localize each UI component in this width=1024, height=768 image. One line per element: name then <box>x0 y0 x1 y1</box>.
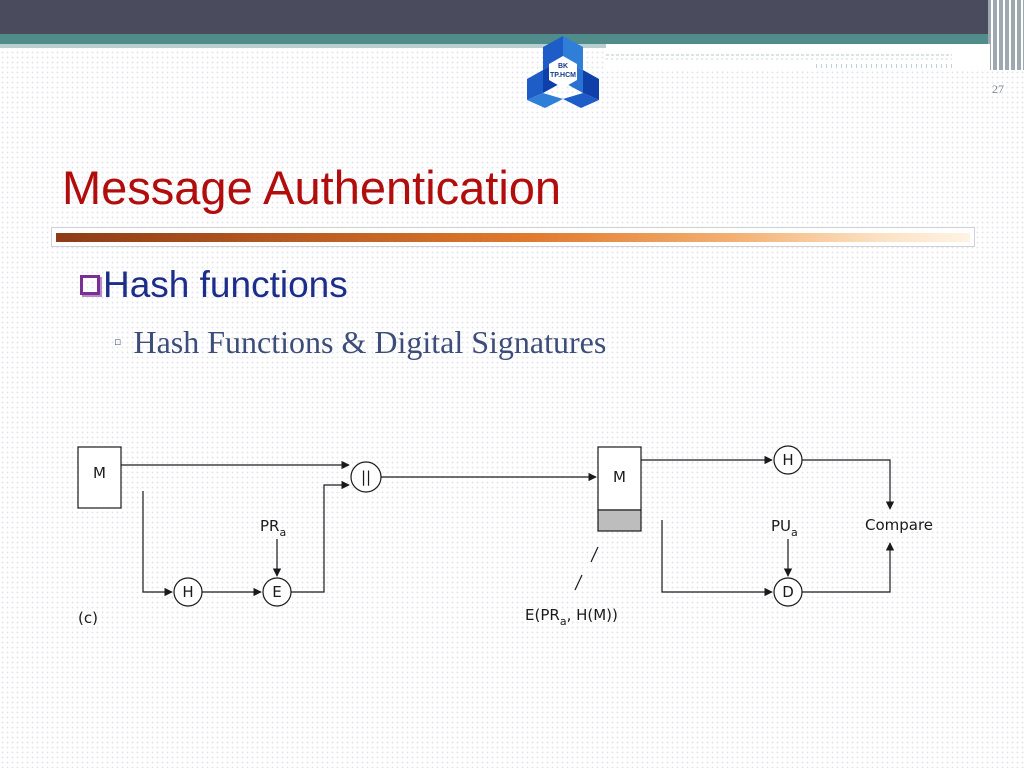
teal-stripe-light <box>0 44 1024 48</box>
sender-hash-label: H <box>182 583 193 601</box>
slide-title: Message Authentication <box>62 161 562 214</box>
concat-label: || <box>361 468 371 486</box>
square-bullet-icon: ▫ <box>114 335 122 348</box>
signature-block <box>597 509 642 532</box>
sender-message-label: M <box>93 464 106 482</box>
bullet-level2: ▫ Hash Functions & Digital Signatures <box>114 324 606 361</box>
encrypt-label: E <box>272 583 281 601</box>
header-ruler-decoration <box>606 54 952 68</box>
teal-stripe <box>0 34 1024 44</box>
signature-prefix: E(PR <box>525 606 560 624</box>
decrypt-label: D <box>782 583 794 601</box>
sender-message-box <box>77 446 122 509</box>
arrow-signature-to-decrypt <box>661 520 773 597</box>
hash-signature-diagram: M || H E PRa (c) M E(PRa, H(M)) H D PUa … <box>77 445 933 628</box>
label-c: (c) <box>78 609 98 627</box>
bullet-level1: Hash functions <box>80 264 348 306</box>
signature-sub: a <box>560 615 567 628</box>
private-key-label: PRa <box>260 517 286 539</box>
signature-pointer-2 <box>574 574 583 591</box>
arrow-encrypt-to-concat <box>291 480 350 593</box>
title-divider <box>51 227 975 247</box>
public-key-base: PU <box>771 517 791 535</box>
receiver-message-box <box>597 446 642 511</box>
bullet-level2-text: Hash Functions & Digital Signatures <box>133 324 607 360</box>
receiver-message-label: M <box>613 468 626 486</box>
logo-text: BK TP.HCM <box>525 62 601 80</box>
signature-label: E(PRa, H(M)) <box>525 606 618 628</box>
receiver-hash-label: H <box>782 451 793 469</box>
private-key-sub: a <box>279 526 286 539</box>
arrow-hash-to-compare <box>802 459 895 510</box>
arrow-decrypt-to-compare <box>802 542 895 593</box>
top-banner <box>0 0 1024 34</box>
compare-label: Compare <box>865 516 933 534</box>
checkbox-bullet-icon <box>80 275 100 295</box>
university-logo <box>527 36 599 108</box>
private-key-base: PR <box>260 517 279 535</box>
bullet-level1-text: Hash functions <box>103 264 348 305</box>
page-number: 27 <box>992 82 1004 96</box>
divider-gradient-bar <box>56 233 970 242</box>
signature-suffix: , H(M)) <box>567 606 618 624</box>
signature-pointer-1 <box>590 546 599 563</box>
public-key-label: PUa <box>771 517 798 539</box>
public-key-sub: a <box>791 526 798 539</box>
corner-stripes-decoration <box>988 0 1024 70</box>
logo-line2: TP.HCM <box>550 72 576 79</box>
logo-line1: BK <box>557 63 569 70</box>
arrow-m-to-hash <box>142 491 173 597</box>
